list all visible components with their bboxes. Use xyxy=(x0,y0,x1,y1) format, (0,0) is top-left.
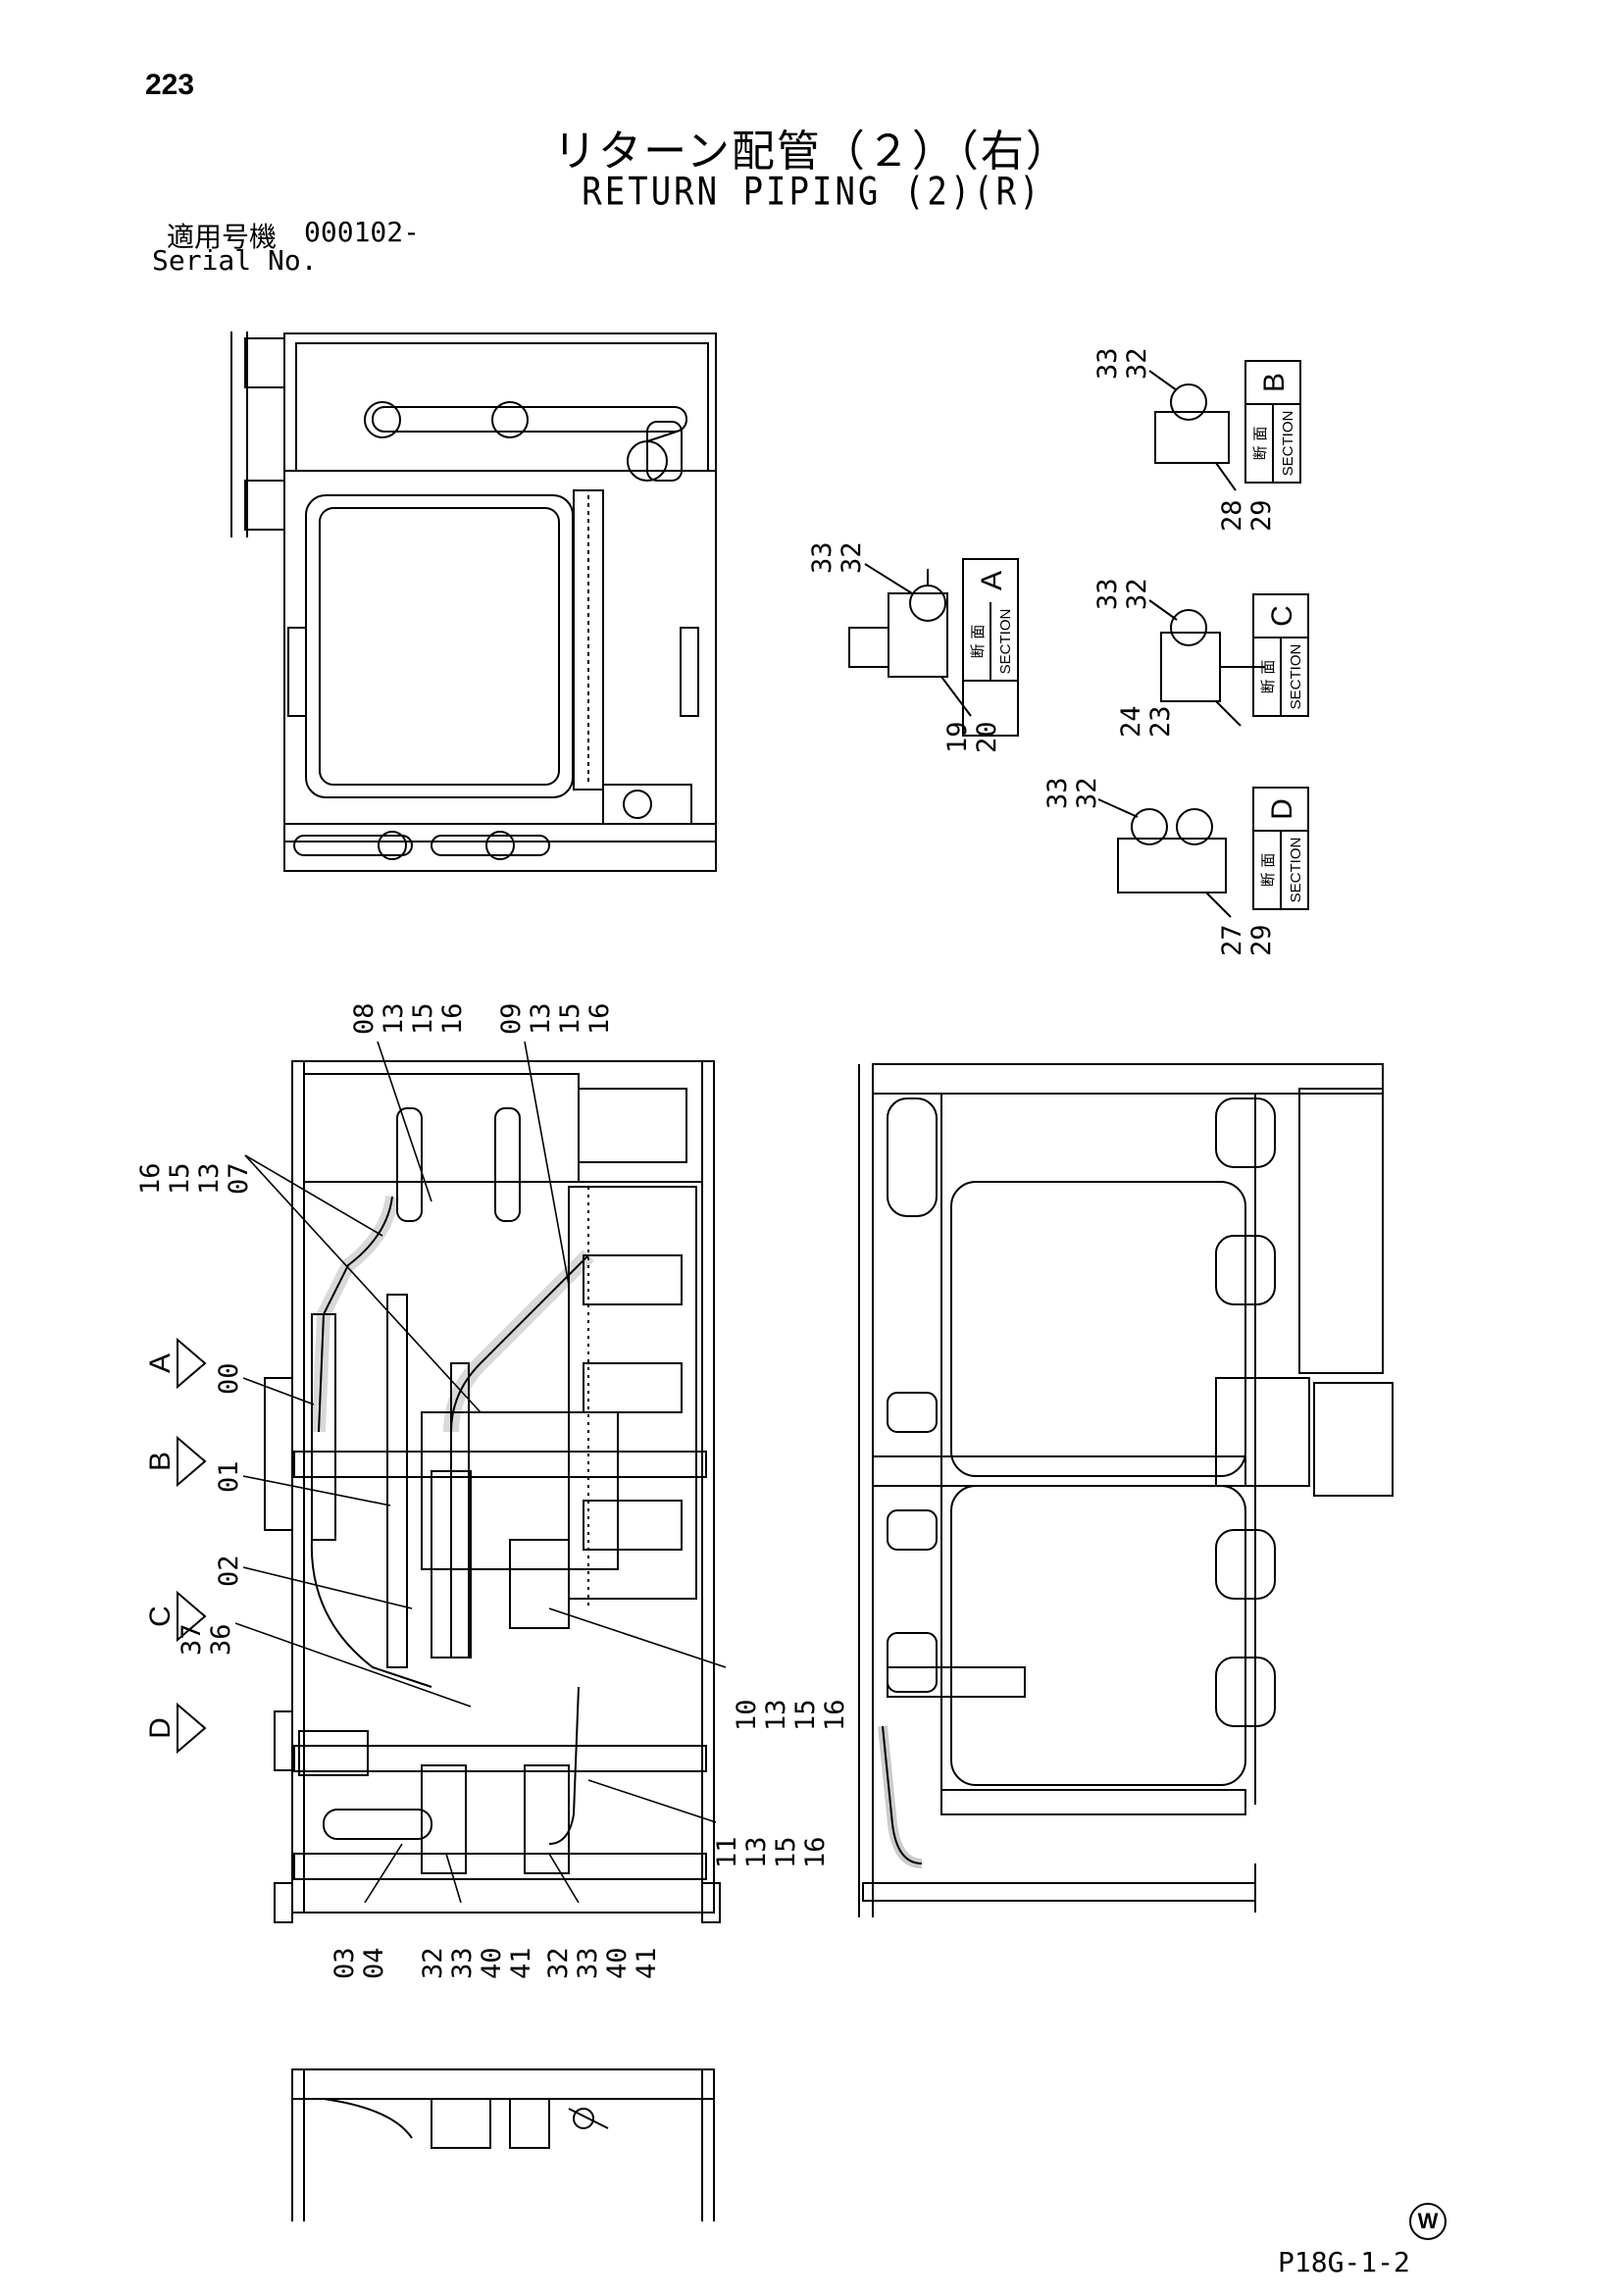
callout-04: 04 xyxy=(359,1947,389,1979)
serial-label-japanese: 適用号機 xyxy=(167,221,278,253)
section-box-en: SECTION xyxy=(997,609,1014,675)
document-code: P18G-1-2 xyxy=(1278,2246,1410,2278)
callout-01: 01 xyxy=(214,1460,244,1493)
title-english: RETURN PIPING (2)(R) xyxy=(582,170,1042,215)
section-box-c: 断 面 SECTION C xyxy=(1252,593,1309,717)
callout-02: 02 xyxy=(214,1555,244,1587)
callout-33: 33 xyxy=(573,1947,603,1979)
callout-41: 41 xyxy=(506,1947,536,1979)
view-marker-d: D xyxy=(144,1702,207,1755)
section-b-label-29: 29 xyxy=(1246,499,1277,532)
section-a-label-33: 33 xyxy=(807,541,837,574)
section-box-d: 断 面 SECTION D xyxy=(1252,787,1309,910)
bottom-view xyxy=(291,2068,715,2221)
callout-32: 32 xyxy=(543,1947,574,1979)
section-box-ja: 断 面 xyxy=(969,625,987,659)
section-letter-a: A xyxy=(976,571,1008,590)
callout-13: 13 xyxy=(526,1002,556,1035)
side-view xyxy=(858,1063,1394,1917)
section-letter-c: C xyxy=(1266,605,1298,627)
section-leaders xyxy=(864,370,1178,818)
section-box-b: 断 面 SECTION B xyxy=(1244,360,1301,484)
section-box-en: SECTION xyxy=(1288,838,1304,903)
callout-15: 15 xyxy=(165,1162,195,1195)
section-box-ja: 断 面 xyxy=(1251,427,1269,461)
section-c-detail xyxy=(1160,609,1265,727)
section-b-label-28: 28 xyxy=(1217,499,1247,532)
section-d-label-33: 33 xyxy=(1042,777,1073,809)
callout-15: 15 xyxy=(408,1002,438,1035)
section-d-label-27: 27 xyxy=(1217,924,1247,956)
callout-33: 33 xyxy=(447,1947,478,1979)
section-d-label-32: 32 xyxy=(1072,777,1102,809)
section-letter-b: B xyxy=(1258,373,1291,392)
callout-37: 37 xyxy=(177,1623,207,1656)
section-c-label-33: 33 xyxy=(1092,578,1123,610)
view-marker-letter: B xyxy=(144,1452,177,1471)
w-circle-mark: W xyxy=(1409,2203,1446,2240)
view-markers: A B C D xyxy=(144,1337,207,1755)
callout-10: 10 xyxy=(732,1699,762,1731)
section-a-label-19: 19 xyxy=(942,721,973,753)
section-box-en: SECTION xyxy=(1280,411,1296,477)
callout-13: 13 xyxy=(741,1836,772,1868)
section-c-label-32: 32 xyxy=(1122,578,1152,610)
section-b-label-32: 32 xyxy=(1122,347,1152,380)
callout-00: 00 xyxy=(214,1362,244,1395)
page-number: 223 xyxy=(145,69,195,101)
main-view xyxy=(264,1060,721,1923)
section-c-label-24: 24 xyxy=(1116,705,1146,738)
title-japanese: リターン配管（２）（右） xyxy=(553,127,1071,177)
serial-label-english: Serial No. xyxy=(152,244,318,277)
section-a-label-32: 32 xyxy=(837,541,867,574)
callout-09: 09 xyxy=(496,1002,527,1035)
section-b-detail xyxy=(1154,383,1237,491)
callout-03: 03 xyxy=(330,1947,360,1979)
callout-15: 15 xyxy=(790,1699,821,1731)
view-marker-a: A xyxy=(144,1337,207,1390)
callout-13: 13 xyxy=(194,1162,225,1195)
view-marker-c: C xyxy=(144,1590,207,1643)
callout-16: 16 xyxy=(820,1699,850,1731)
callout-16: 16 xyxy=(135,1162,166,1195)
callout-leaders xyxy=(234,1041,727,1904)
serial-number-value: 000102- xyxy=(304,216,421,248)
section-d-detail xyxy=(1117,808,1232,918)
section-c-label-23: 23 xyxy=(1145,705,1176,738)
callout-13: 13 xyxy=(761,1699,791,1731)
section-box-a: 断 面 SECTION A xyxy=(962,558,1019,737)
callout-11: 11 xyxy=(712,1836,742,1868)
callout-16: 16 xyxy=(584,1002,615,1035)
section-box-ja: 断 面 xyxy=(1259,853,1277,888)
callout-16: 16 xyxy=(800,1836,831,1868)
callout-32: 32 xyxy=(418,1947,448,1979)
callout-16: 16 xyxy=(437,1002,468,1035)
callout-40: 40 xyxy=(602,1947,633,1979)
top-view xyxy=(230,332,717,872)
section-letter-d: D xyxy=(1266,798,1298,820)
section-b-label-33: 33 xyxy=(1092,347,1123,380)
section-box-ja: 断 面 xyxy=(1259,660,1277,694)
callout-13: 13 xyxy=(379,1002,409,1035)
section-a-label-20: 20 xyxy=(972,721,1002,753)
callout-36: 36 xyxy=(206,1623,236,1656)
section-box-en: SECTION xyxy=(1288,644,1304,710)
callout-15: 15 xyxy=(771,1836,801,1868)
callout-40: 40 xyxy=(477,1947,507,1979)
section-d-label-29: 29 xyxy=(1246,924,1277,956)
view-marker-letter: A xyxy=(144,1353,177,1373)
view-marker-b: B xyxy=(144,1435,207,1488)
view-marker-letter: C xyxy=(144,1606,177,1627)
callout-15: 15 xyxy=(555,1002,585,1035)
view-marker-letter: D xyxy=(144,1717,177,1739)
callout-07: 07 xyxy=(224,1162,254,1195)
section-a-detail xyxy=(848,569,972,717)
callout-08: 08 xyxy=(349,1002,380,1035)
callout-41: 41 xyxy=(632,1947,662,1979)
